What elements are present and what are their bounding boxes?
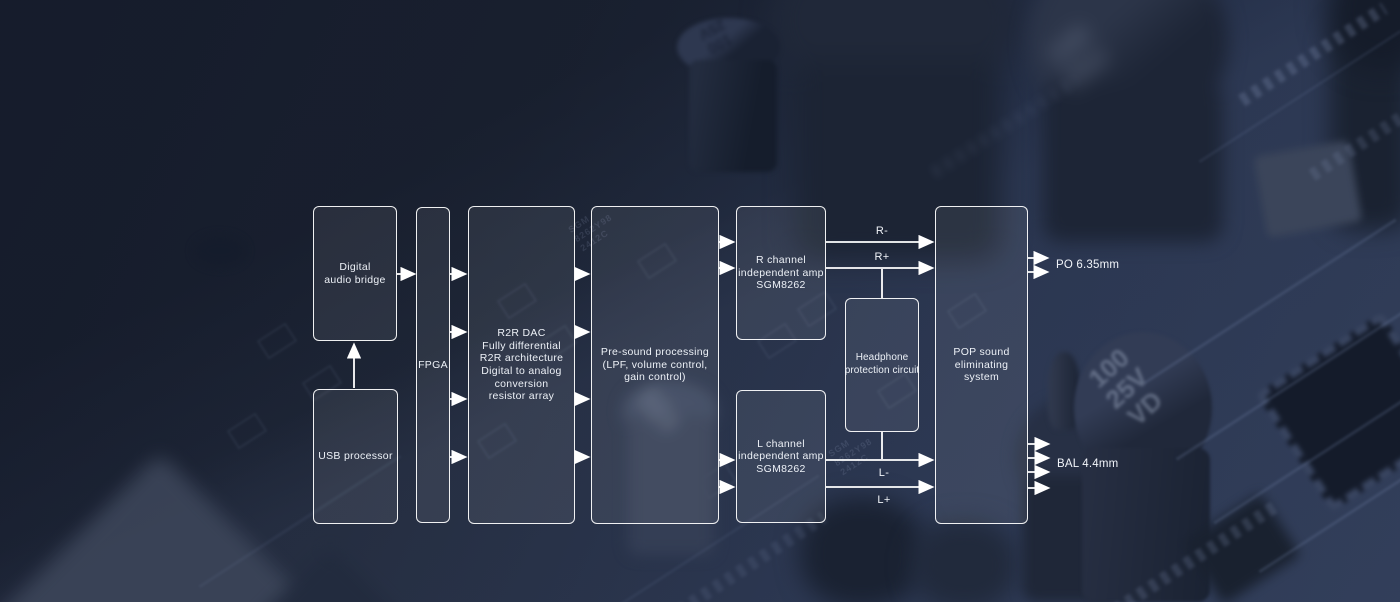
wire-label-l-minus: L- (878, 467, 890, 479)
block-label: Digital audio bridge (324, 260, 386, 286)
block-label: L channel independent amp SGM8262 (738, 437, 824, 475)
block-label: R2R DAC Fully differential R2R architect… (479, 327, 564, 403)
block-pop-sound-eliminating: POP sound eliminating system (935, 206, 1028, 524)
block-label: USB processor (318, 450, 393, 463)
block-pre-sound-processing: Pre-sound processing (LPF, volume contro… (591, 206, 719, 524)
block-label: POP sound eliminating system (953, 346, 1010, 384)
block-r2r-dac: R2R DAC Fully differential R2R architect… (468, 206, 575, 524)
wires (346, 234, 1051, 496)
block-digital-audio-bridge: Digital audio bridge (313, 206, 397, 341)
block-label: R channel independent amp SGM8262 (738, 254, 824, 292)
wire-label-l-plus: L+ (877, 494, 891, 506)
block-l-channel-amp: L channel independent amp SGM8262 (736, 390, 826, 523)
block-label: Headphone protection circuit (844, 352, 920, 376)
wire-label-r-plus: R+ (874, 251, 890, 263)
block-label: Pre-sound processing (LPF, volume contro… (600, 346, 710, 384)
block-fpga: FPGA (416, 207, 450, 523)
output-label-po: PO 6.35mm (1056, 259, 1120, 271)
wire-label-r-minus: R- (875, 225, 889, 237)
block-r-channel-amp: R channel independent amp SGM8262 (736, 206, 826, 340)
block-usb-processor: USB processor (313, 389, 398, 524)
block-label: FPGA (418, 358, 448, 371)
block-headphone-protection: Headphone protection circuit (845, 298, 919, 432)
output-label-bal: BAL 4.4mm (1057, 458, 1119, 470)
